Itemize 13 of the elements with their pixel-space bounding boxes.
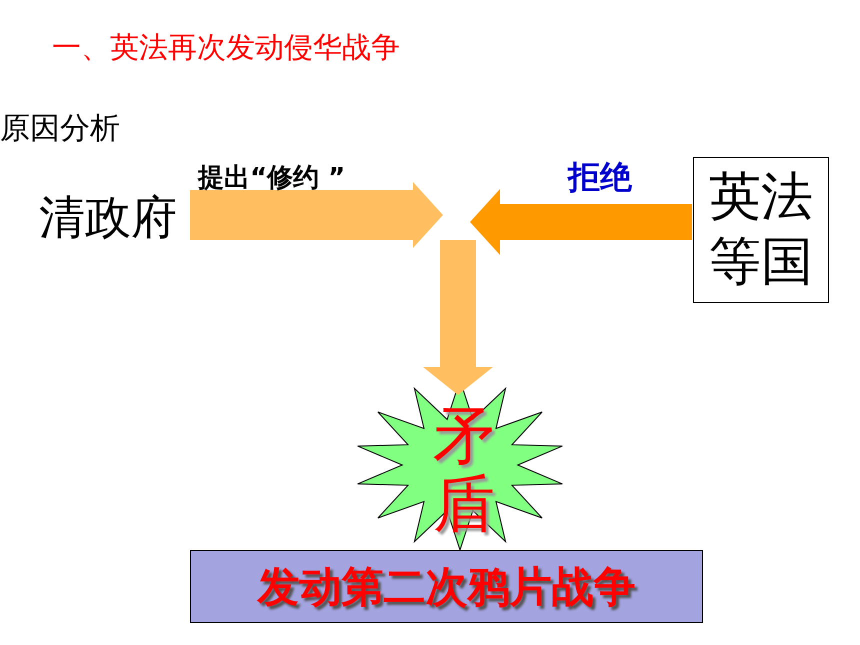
edge-label: 拒绝 — [568, 157, 632, 198]
edge-label: 提出“修约 ” — [198, 162, 346, 195]
block-arrow — [190, 182, 443, 248]
title: 一、英法再次发动侵华战争 — [52, 29, 400, 66]
node-label: 英法等国 — [709, 166, 813, 294]
section-heading: 原因分析 — [0, 110, 120, 148]
node-label: 矛盾 — [433, 402, 495, 538]
result-text: 发动第二次鸦片战争 — [258, 560, 636, 612]
block-arrow — [423, 240, 493, 395]
country-box — [693, 157, 829, 303]
block-arrow — [470, 189, 692, 255]
node-label: 清政府 — [39, 189, 177, 246]
result-banner — [190, 550, 703, 623]
